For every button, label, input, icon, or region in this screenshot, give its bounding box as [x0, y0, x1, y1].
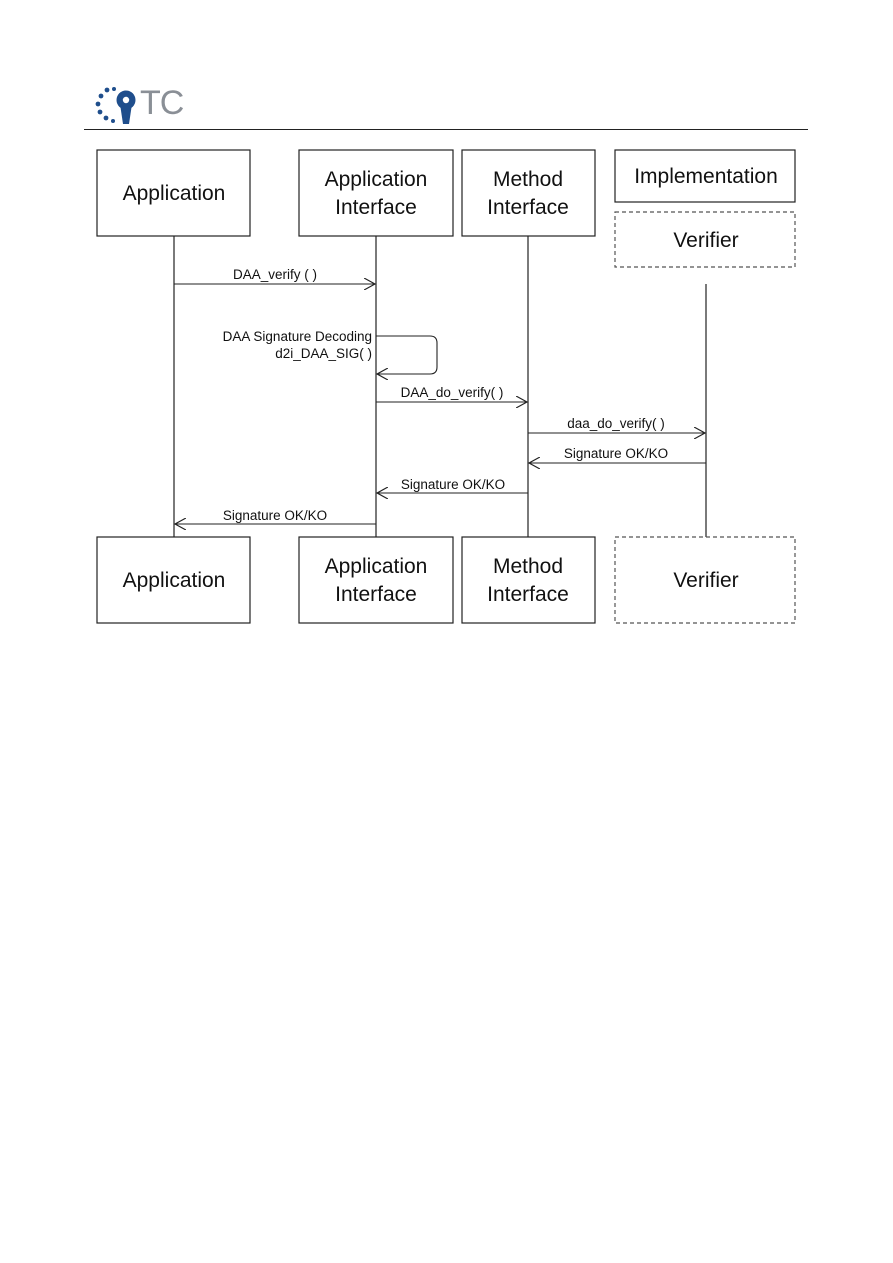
participant-label: Interface: [487, 583, 569, 606]
participant-implementation: Implementation: [614, 149, 796, 203]
participant-application-bottom: Application: [96, 536, 251, 624]
message-daa-verify: DAA_verify ( ): [174, 267, 375, 284]
participant-method-interface-top: Method Interface: [461, 149, 596, 237]
participant-label: Interface: [335, 196, 417, 219]
message-label: Signature OK/KO: [564, 446, 668, 461]
message-label: DAA_verify ( ): [233, 267, 317, 282]
itc-logo-icon: [95, 87, 136, 124]
participant-label: Interface: [335, 583, 417, 606]
message-label: Signature OK/KO: [223, 508, 327, 523]
participant-application-interface-top: Application Interface: [298, 149, 454, 237]
participant-label: Verifier: [673, 569, 738, 592]
logo-text: TC: [140, 84, 184, 122]
participant-verifier-top: Verifier: [614, 211, 796, 268]
header-rule: [84, 129, 808, 130]
participant-application-interface-bottom: Application Interface: [298, 536, 454, 624]
message-signature-return-3: Signature OK/KO: [175, 508, 376, 524]
message-label: DAA_do_verify( ): [401, 385, 504, 400]
participant-label: Implementation: [634, 165, 778, 188]
participant-label: Method: [493, 168, 563, 191]
message-daa-do-verify: DAA_do_verify( ): [376, 385, 527, 402]
participant-label: Application: [325, 555, 428, 578]
message-signature-return-2: Signature OK/KO: [377, 477, 528, 493]
message-label: d2i_DAA_SIG( ): [275, 346, 372, 361]
message-label: daa_do_verify( ): [567, 416, 665, 431]
participant-application-top: Application: [96, 149, 251, 237]
message-daa-do-verify-impl: daa_do_verify( ): [528, 416, 705, 433]
participant-verifier-bottom: Verifier: [614, 536, 796, 624]
participant-label: Verifier: [673, 229, 738, 252]
message-self-call-decoding: DAA Signature Decoding d2i_DAA_SIG( ): [223, 329, 438, 374]
participant-label: Interface: [487, 196, 569, 219]
page-header: TC: [0, 0, 893, 140]
message-label: Signature OK/KO: [401, 477, 505, 492]
message-label: DAA Signature Decoding: [223, 329, 372, 344]
participant-label: Method: [493, 555, 563, 578]
participant-label: Application: [123, 182, 226, 205]
message-signature-return-1: Signature OK/KO: [529, 446, 706, 463]
participant-label: Application: [325, 168, 428, 191]
participant-label: Application: [123, 569, 226, 592]
participant-method-interface-bottom: Method Interface: [461, 536, 596, 624]
